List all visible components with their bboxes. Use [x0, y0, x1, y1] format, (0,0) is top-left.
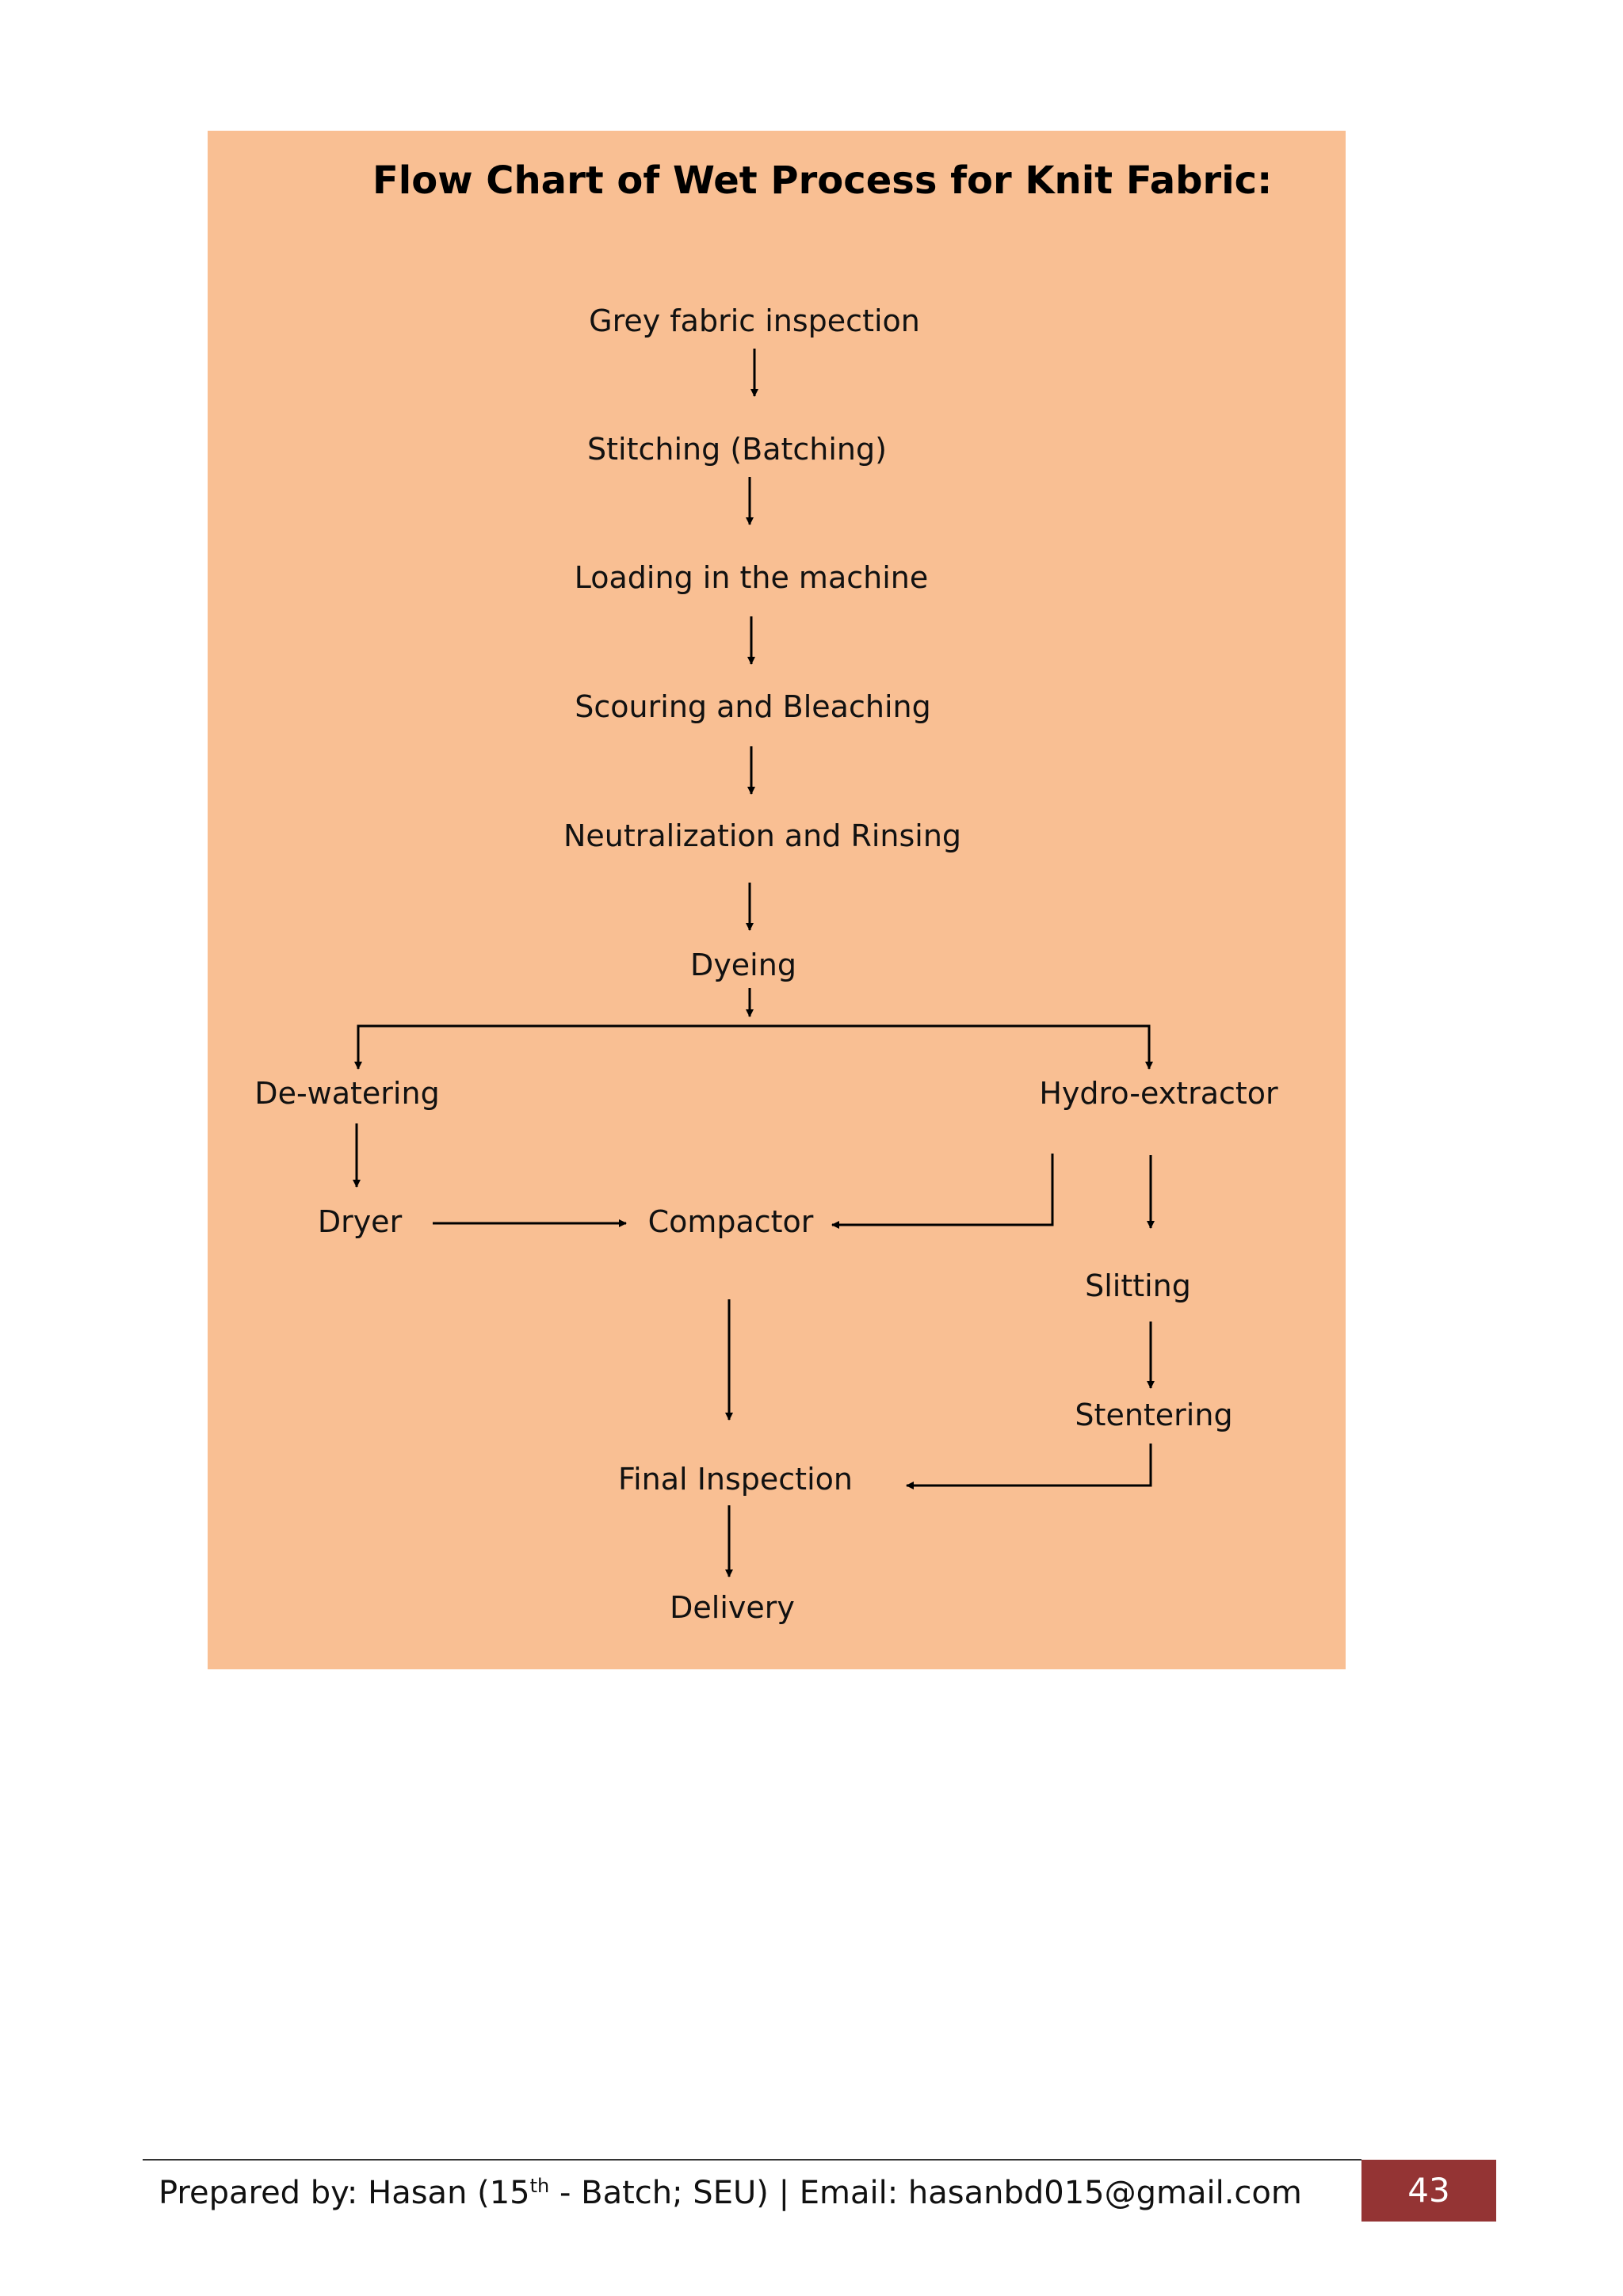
- node-compactor: Compactor: [647, 1204, 814, 1239]
- node-stitching: Stitching (Batching): [587, 432, 887, 467]
- footer-credit-superscript: th: [529, 2175, 550, 2197]
- node-grey-fabric-inspection: Grey fabric inspection: [589, 303, 920, 338]
- node-hydro-extractor: Hydro-extractor: [1039, 1076, 1278, 1111]
- footer-credit-prefix: Prepared by: Hasan (15: [158, 2175, 530, 2211]
- arrow-stentering-to-final-inspection: [906, 1444, 1152, 1489]
- flowchart-panel: [208, 131, 1346, 1669]
- node-slitting: Slitting: [1085, 1268, 1191, 1303]
- page-number: 43: [1361, 2160, 1496, 2222]
- node-stentering: Stentering: [1075, 1398, 1233, 1432]
- node-scouring: Scouring and Bleaching: [575, 689, 931, 724]
- footer-divider: [143, 2159, 1361, 2161]
- arrow-split-to-de-watering: [354, 1024, 750, 1070]
- chart-title: Flow Chart of Wet Process for Knit Fabri…: [372, 158, 1273, 203]
- node-dryer: Dryer: [317, 1204, 403, 1239]
- node-delivery: Delivery: [670, 1590, 795, 1625]
- node-final-inspection: Final Inspection: [618, 1462, 853, 1497]
- node-neutralization: Neutralization and Rinsing: [563, 818, 962, 853]
- footer-credit: Prepared by: Hasan (15th - Batch; SEU) |…: [158, 2171, 1302, 2215]
- node-loading: Loading in the machine: [574, 560, 929, 595]
- arrow-hydro-to-compactor: [831, 1154, 1054, 1229]
- node-dyeing: Dyeing: [690, 948, 796, 982]
- arrow-split-to-hydro-extractor: [750, 1024, 1153, 1070]
- footer-credit-suffix: - Batch; SEU) | Email: hasanbd015@gmail.…: [549, 2175, 1302, 2211]
- node-de-watering: De-watering: [254, 1076, 440, 1111]
